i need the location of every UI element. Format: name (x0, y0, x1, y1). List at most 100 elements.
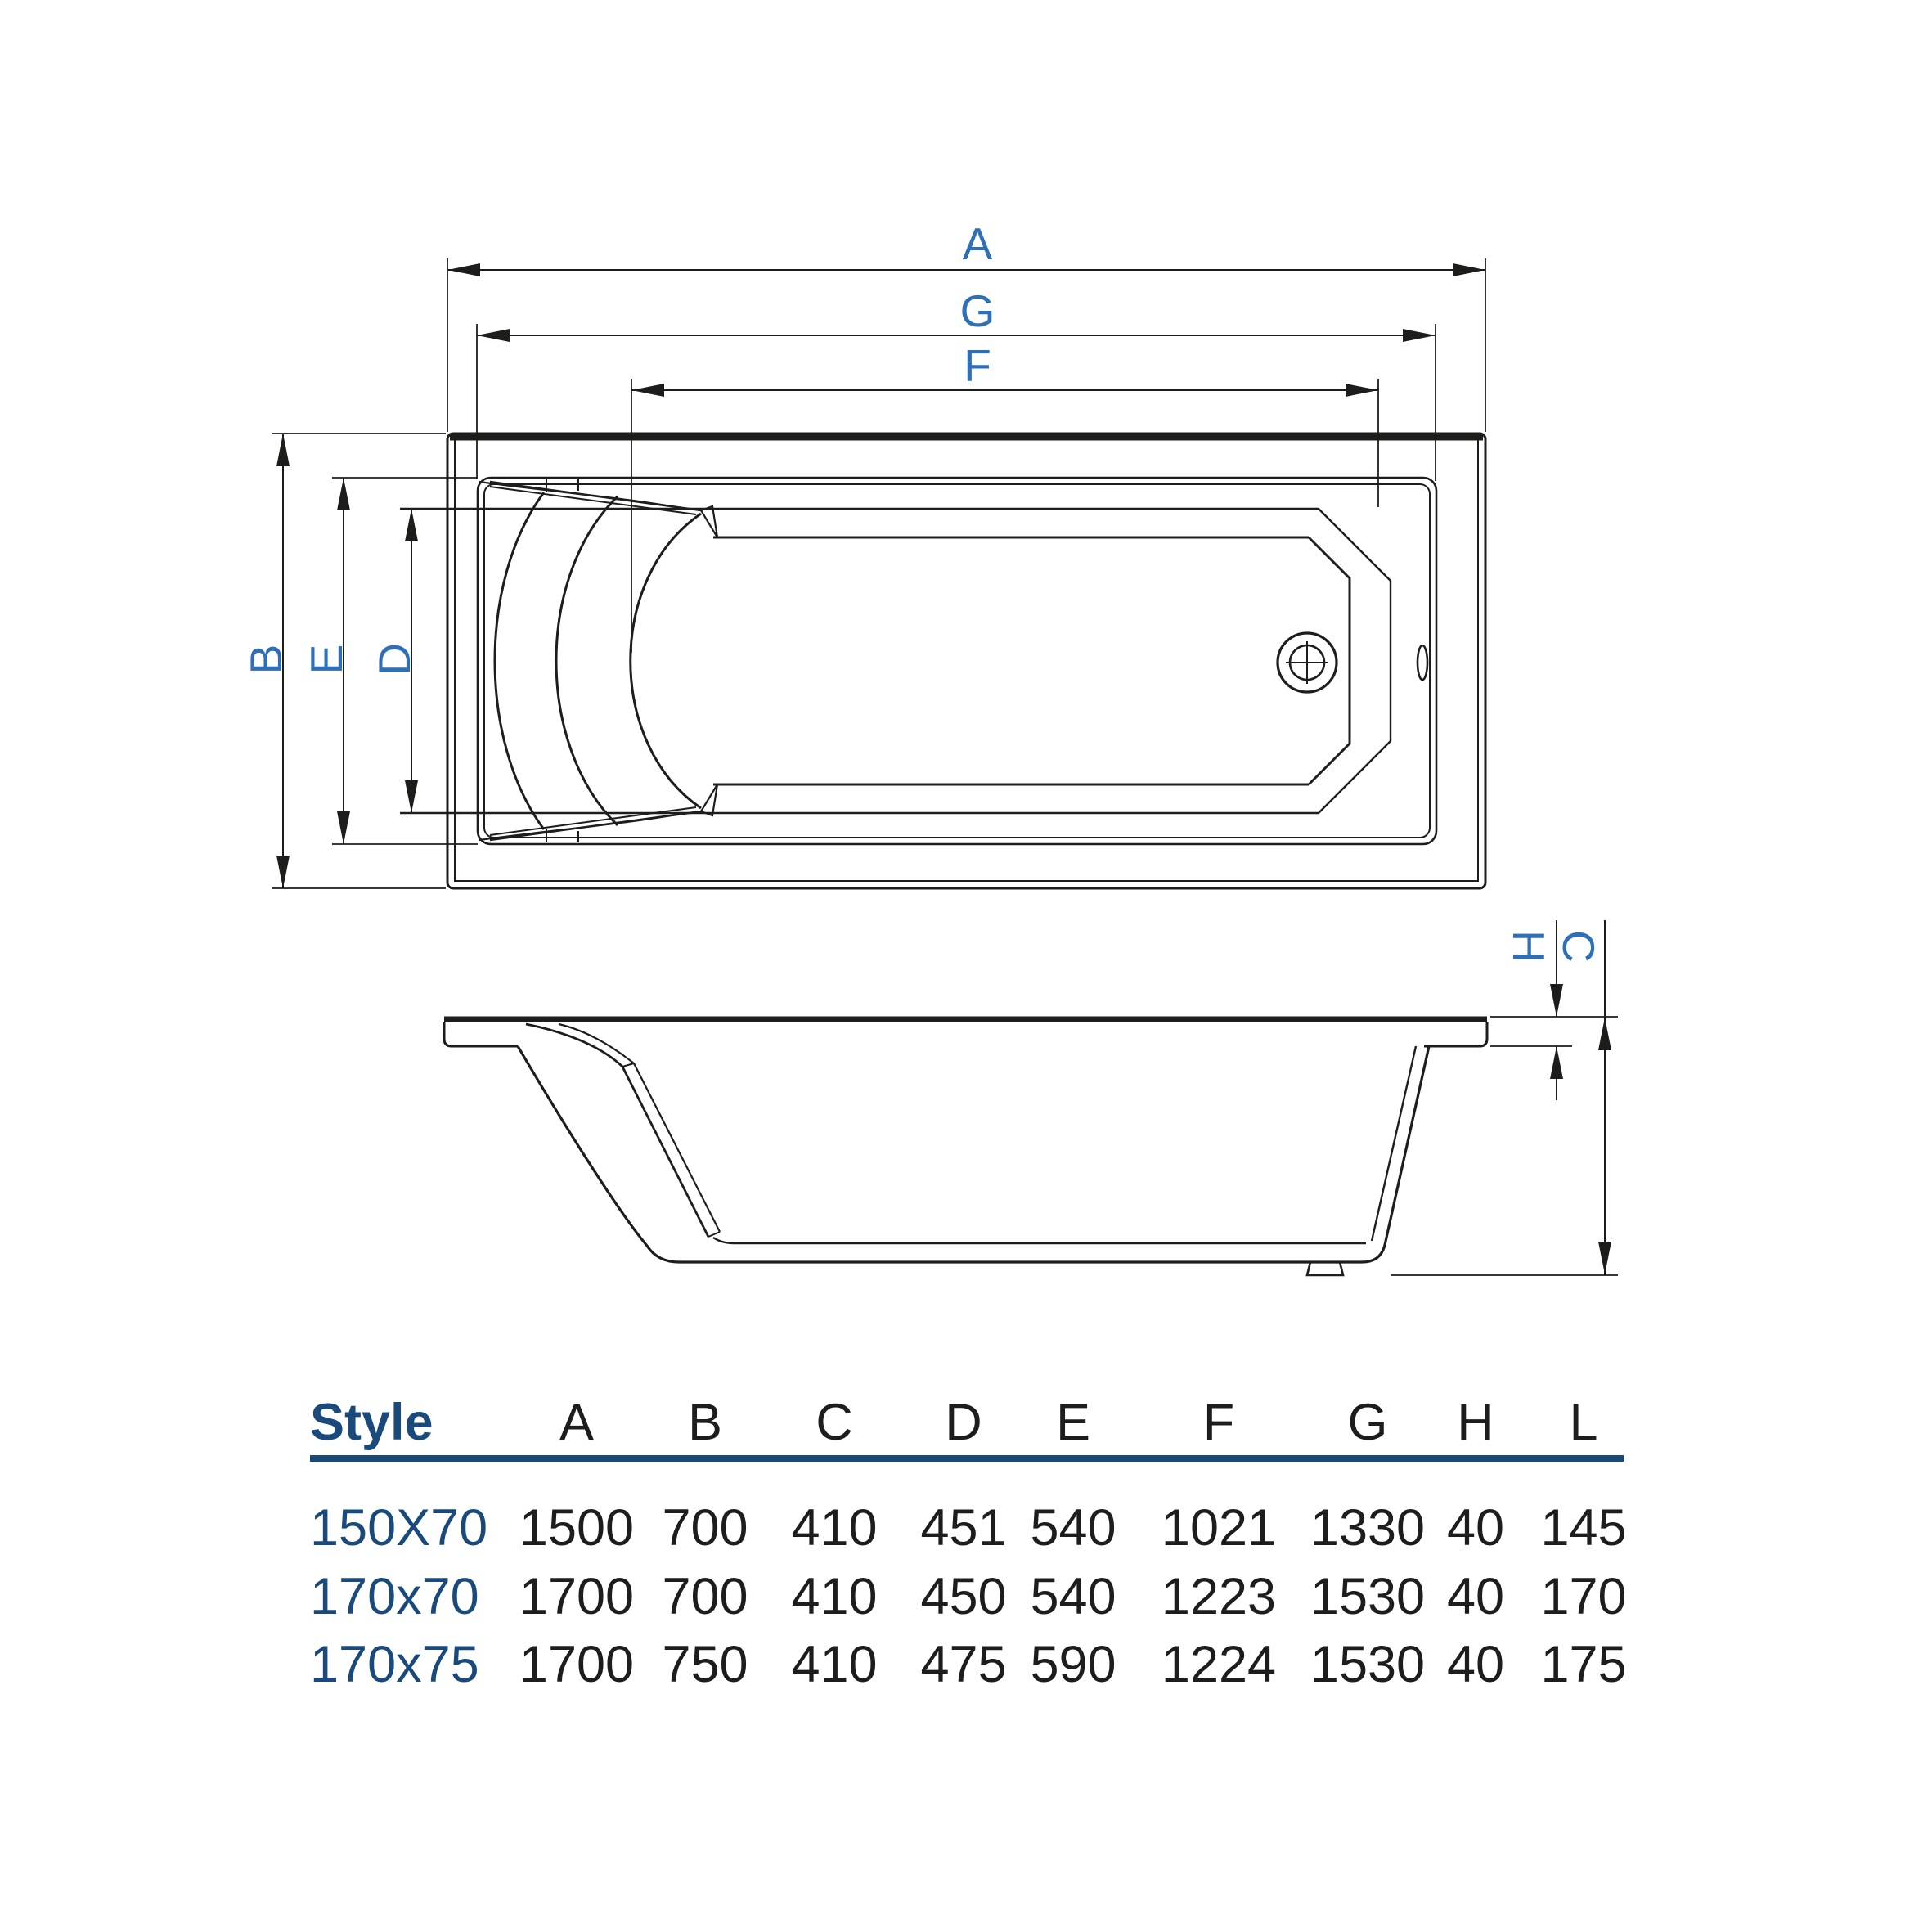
row-style-label: 150X70 (310, 1499, 488, 1557)
dim-label-b: B (240, 645, 291, 675)
side-outer-profile (516, 1045, 1431, 1264)
headrest-ear-bottom (479, 812, 681, 842)
dim-label-f: F (964, 340, 991, 391)
cell-l: 175 (1540, 1636, 1627, 1693)
table-header-a: A (559, 1394, 595, 1451)
table-header-row: Style A B C D E F G H L (0, 1395, 1932, 1454)
cell-f: 1224 (1161, 1636, 1277, 1693)
seat-front-arc (629, 512, 702, 810)
table-header-c: C (815, 1394, 853, 1451)
side-foot (1305, 1261, 1345, 1277)
cell-a: 1700 (519, 1636, 635, 1693)
table-header-f: F (1202, 1394, 1235, 1451)
cell-b: 700 (662, 1499, 748, 1557)
seat-corner-flag-bottom (699, 784, 719, 817)
cell-g: 1330 (1310, 1499, 1426, 1557)
dim-b-arrow-bottom (276, 856, 290, 888)
side-inner-floor (712, 1236, 1366, 1245)
cell-h: 40 (1446, 1636, 1505, 1693)
side-inner-slope-1 (525, 1022, 710, 1238)
table-header-b: B (687, 1394, 723, 1451)
backrest-arc-outer (493, 492, 546, 830)
cell-e: 540 (1030, 1499, 1117, 1557)
floor-right-chamfers (1307, 536, 1351, 786)
dim-a-arrow-right (1453, 263, 1485, 276)
dim-h-arrow-bottom (1550, 1046, 1563, 1079)
cell-c: 410 (791, 1636, 878, 1693)
cell-c: 410 (791, 1568, 878, 1625)
cell-g: 1530 (1310, 1568, 1426, 1625)
side-inner-slope-2 (558, 1022, 721, 1233)
cell-l: 170 (1540, 1568, 1627, 1625)
cell-f: 1021 (1161, 1499, 1277, 1557)
dim-g-arrow-right (1403, 329, 1436, 342)
plan-view (400, 432, 1487, 890)
cell-g: 1530 (1310, 1636, 1426, 1693)
dim-d-arrow-top (405, 509, 418, 541)
side-rim-left-block (443, 1022, 518, 1048)
side-inner-right-wall (1370, 1045, 1418, 1242)
table-header-l: L (1569, 1394, 1598, 1451)
dim-f-arrow-right (1346, 384, 1378, 397)
row-style-label: 170x70 (310, 1568, 479, 1625)
side-slope-tick-top (622, 1063, 635, 1067)
table-header-rule (310, 1455, 1624, 1462)
table-header-style: Style (310, 1394, 434, 1451)
cell-d: 451 (920, 1499, 1007, 1557)
tub-outer-inner-offset (454, 439, 1479, 882)
table-header-e: E (1055, 1394, 1091, 1451)
dim-label-a: A (963, 218, 993, 269)
side-rim-right-block (1424, 1022, 1489, 1048)
rim-inner-edge (476, 476, 1438, 846)
cell-f: 1223 (1161, 1568, 1277, 1625)
dim-h-arrow-top (1550, 984, 1563, 1017)
table-header-h: H (1457, 1394, 1494, 1451)
side-slope-tick-bottom (708, 1231, 721, 1238)
rim-inner-edge-2 (483, 483, 1431, 838)
dim-f-arrow-left (631, 384, 664, 397)
dim-c-arrow-top (1598, 1018, 1611, 1050)
seat-corner-flag-top (699, 505, 719, 538)
plan-dimensions: A G F B (240, 218, 1486, 889)
wall-right-chamfers (1318, 508, 1392, 814)
dim-d-arrow-bottom (405, 780, 418, 813)
cell-h: 40 (1446, 1499, 1505, 1557)
dim-label-c: C (1553, 930, 1604, 963)
cell-d: 450 (920, 1568, 1007, 1625)
dim-label-e: E (301, 645, 352, 675)
cell-d: 475 (920, 1636, 1007, 1693)
side-view (443, 1016, 1489, 1277)
cell-b: 700 (662, 1568, 748, 1625)
cell-b: 750 (662, 1636, 748, 1693)
dim-g-arrow-left (477, 329, 510, 342)
cell-a: 1700 (519, 1568, 635, 1625)
table-header-g: G (1347, 1394, 1388, 1451)
side-dimensions: H C (1391, 920, 1618, 1276)
dim-b-arrow-top (276, 434, 290, 466)
cell-l: 145 (1540, 1499, 1627, 1557)
cell-e: 590 (1030, 1636, 1117, 1693)
seat-bottom-diagonal-2 (489, 806, 697, 836)
overflow-icon (1416, 644, 1429, 681)
cell-h: 40 (1446, 1568, 1505, 1625)
cell-e: 540 (1030, 1568, 1117, 1625)
dim-c-arrow-bottom (1598, 1242, 1611, 1274)
row-style-label: 170x75 (310, 1636, 479, 1693)
cell-c: 410 (791, 1499, 878, 1557)
table-row: 150X70 1500 700 410 451 540 1021 1330 40… (0, 1501, 1932, 1560)
table-row: 170x70 1700 700 410 450 540 1223 1530 40… (0, 1570, 1932, 1629)
headrest-ear-top (479, 480, 681, 510)
dim-e-arrow-top (337, 478, 350, 510)
dim-label-g: G (960, 285, 995, 336)
dim-label-h: H (1503, 930, 1554, 963)
backrest-arc-middle (555, 495, 619, 827)
tub-outer-edge (446, 432, 1487, 890)
dim-label-d: D (369, 643, 420, 676)
seat-top-diagonal-2 (489, 486, 697, 515)
dim-a-arrow-left (447, 263, 480, 276)
cell-a: 1500 (519, 1499, 635, 1557)
drain-icon (1276, 631, 1338, 694)
dim-e-arrow-bottom (337, 811, 350, 844)
table-header-d: D (945, 1394, 982, 1451)
